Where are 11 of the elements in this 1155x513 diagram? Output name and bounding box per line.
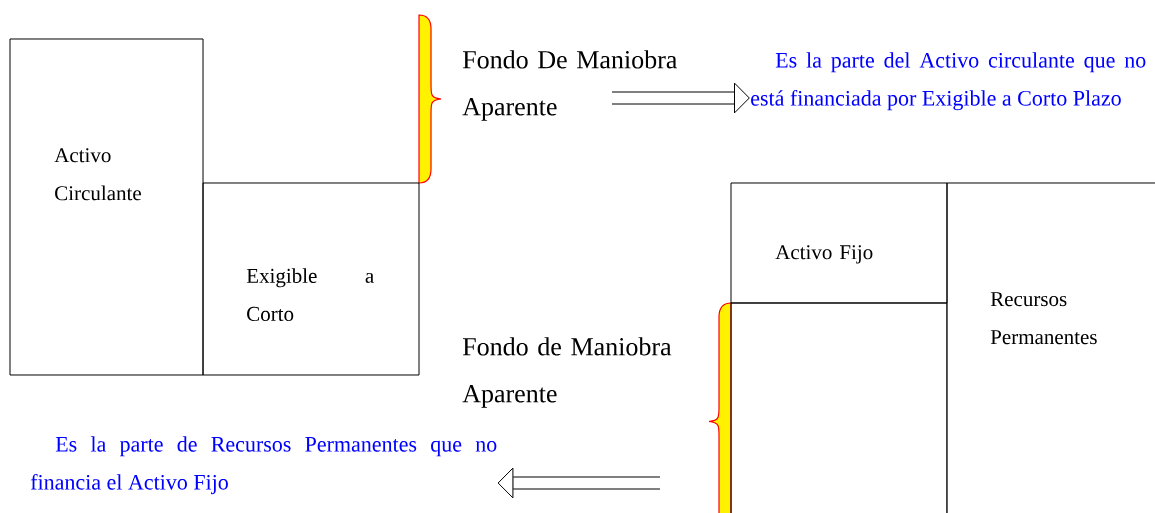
definition-text: Es la parte del Activo circulante que no está financiada por Exigible a Corto Plazo xyxy=(751,52,1146,111)
balance-box: Recursos Permanentes xyxy=(946,182,1155,513)
block-arrow xyxy=(497,467,660,499)
definition-text: Es la parte de Recursos Permanentes que no financia el Activo Fijo xyxy=(30,436,497,495)
balance-box xyxy=(730,302,948,513)
term-label: Fondo de Maniobra Aparente xyxy=(462,337,672,408)
block-arrow xyxy=(612,82,750,114)
balance-box: Activo Circulante xyxy=(9,38,204,376)
balance-box: Activo Fijo xyxy=(730,182,948,304)
balance-box: Exigible a Corto xyxy=(202,182,420,376)
term-label: Fondo De Maniobra Aparente xyxy=(462,50,677,121)
